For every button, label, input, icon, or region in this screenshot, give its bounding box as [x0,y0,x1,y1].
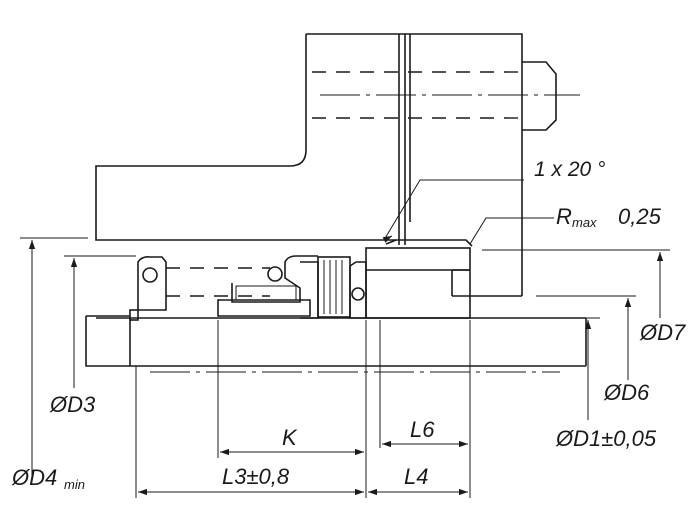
diameter-dimensions [20,237,670,480]
k-label: K [282,425,298,450]
d6-label: ØD6 [603,380,650,405]
stationary-seat [365,239,522,319]
l4-label: L4 [404,464,428,489]
chamfer-label: 1 x 20 ° [534,158,605,181]
d4-sub: min [64,477,85,492]
axial-dimensions [135,320,471,498]
d7-label: ØD7 [639,320,686,345]
spring-retainer [129,256,270,321]
housing-gland [95,33,580,296]
l6-label: L6 [410,417,435,442]
annotation-leaders [382,179,554,245]
rmax-value: 0,25 [618,204,662,229]
l3-label: L3±0,8 [222,464,290,489]
rmax-label: R max 0,25 [556,204,662,230]
d1-label: ØD1±0,05 [555,426,657,451]
d3-label: ØD3 [49,392,96,417]
d4-label: ØD4 min [11,465,85,492]
d4-main: ØD4 [11,465,57,490]
rmax-r: R [556,204,572,229]
shaft [85,315,587,373]
rmax-sub: max [572,215,597,230]
rotating-seal-assembly [217,255,367,319]
